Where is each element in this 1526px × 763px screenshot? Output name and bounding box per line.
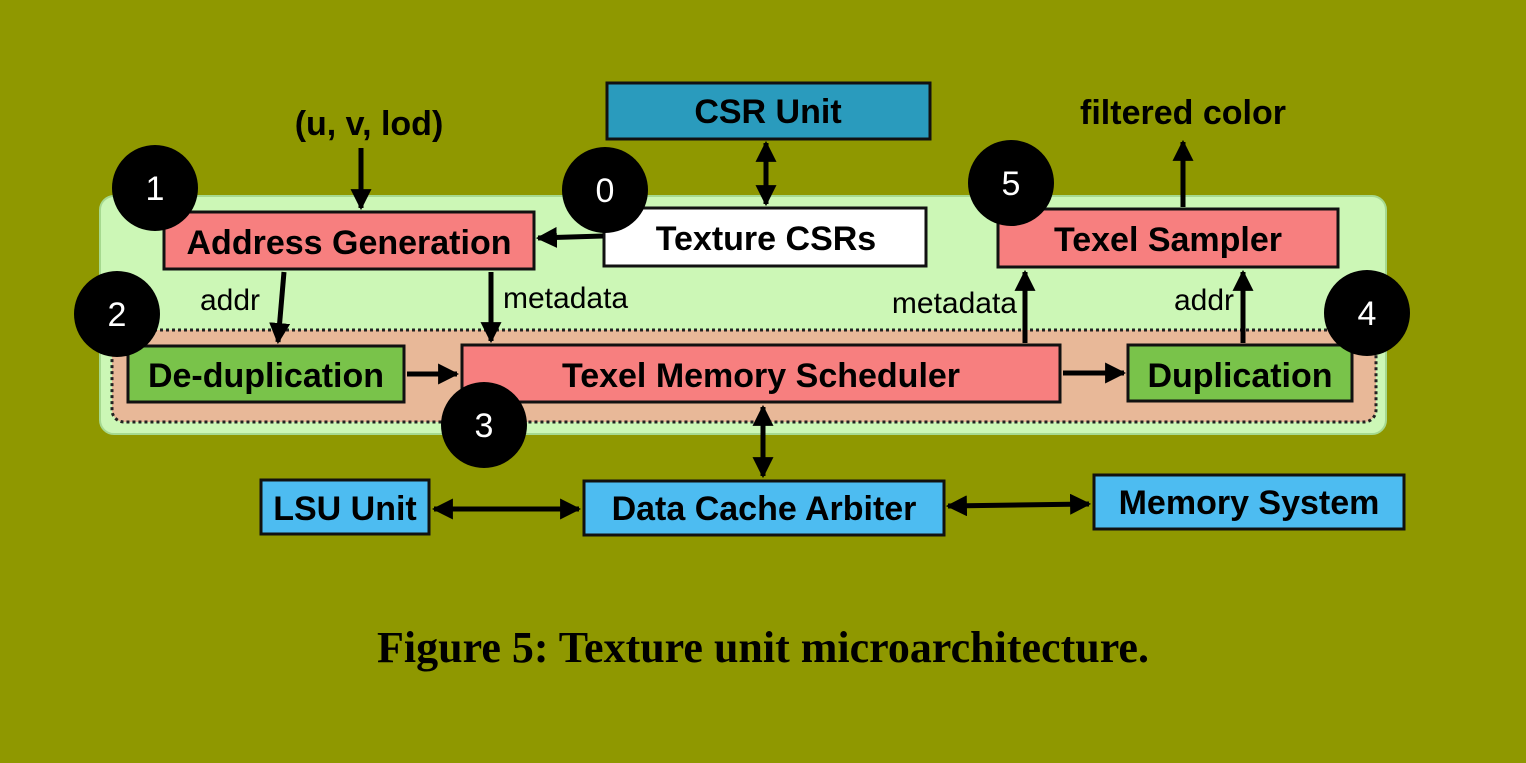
texture-csrs-label: Texture CSRs <box>656 220 876 258</box>
csrs-to-addrgen-arrow <box>535 226 604 248</box>
address-generation-block: Address Generation <box>162 210 536 271</box>
data-cache-arbiter-block: Data Cache Arbiter <box>582 479 946 537</box>
texture-csrs-block: Texture CSRs <box>602 206 928 268</box>
svg-text:5: 5 <box>1002 165 1021 203</box>
svg-text:0: 0 <box>596 172 615 210</box>
svg-text:3: 3 <box>475 407 494 445</box>
svg-text:1: 1 <box>146 170 165 208</box>
texel-memory-scheduler-label: Texel Memory Scheduler <box>562 357 960 395</box>
addr-to-dedup-arrow <box>269 271 291 345</box>
arrows <box>269 139 1254 520</box>
step-badge-4: 4 <box>1324 270 1410 356</box>
csr-unit-label: CSR Unit <box>694 93 841 131</box>
svg-text:4: 4 <box>1358 295 1377 333</box>
metadata-left-label: metadata <box>503 282 628 315</box>
texel-sampler-block: Texel Sampler <box>996 207 1340 269</box>
memory-system-block: Memory System <box>1092 473 1406 531</box>
memory-system-label: Memory System <box>1119 484 1380 522</box>
lsu-unit-block: LSU Unit <box>259 478 431 536</box>
step-badge-2: 2 <box>74 271 160 357</box>
address-generation-label: Address Generation <box>187 224 512 262</box>
deduplication-block: De-duplication <box>126 344 406 404</box>
texel-memory-scheduler-block: Texel Memory Scheduler <box>460 343 1062 404</box>
addr-left-label: addr <box>200 284 260 317</box>
input-label: (u, v, lod) <box>295 105 444 143</box>
duplication-label: Duplication <box>1147 357 1332 395</box>
texel-sampler-label: Texel Sampler <box>1054 221 1282 259</box>
duplication-block: Duplication <box>1126 343 1354 403</box>
csr-unit-block: CSR Unit <box>605 81 932 141</box>
deduplication-label: De-duplication <box>148 357 384 395</box>
step-badge-0: 0 <box>562 147 648 233</box>
arbiter-memory-arrow <box>945 493 1092 517</box>
svg-text:2: 2 <box>108 296 127 334</box>
figure-caption: Figure 5: Texture unit microarchitecture… <box>377 623 1149 672</box>
data-cache-arbiter-label: Data Cache Arbiter <box>612 490 917 528</box>
step-badge-1: 1 <box>112 145 198 231</box>
output-label: filtered color <box>1080 94 1286 132</box>
lsu-unit-label: LSU Unit <box>273 490 417 528</box>
metadata-right-label: metadata <box>892 287 1017 320</box>
addr-right-label: addr <box>1174 284 1234 317</box>
step-badge-5: 5 <box>968 140 1054 226</box>
step-badge-3: 3 <box>441 382 527 468</box>
